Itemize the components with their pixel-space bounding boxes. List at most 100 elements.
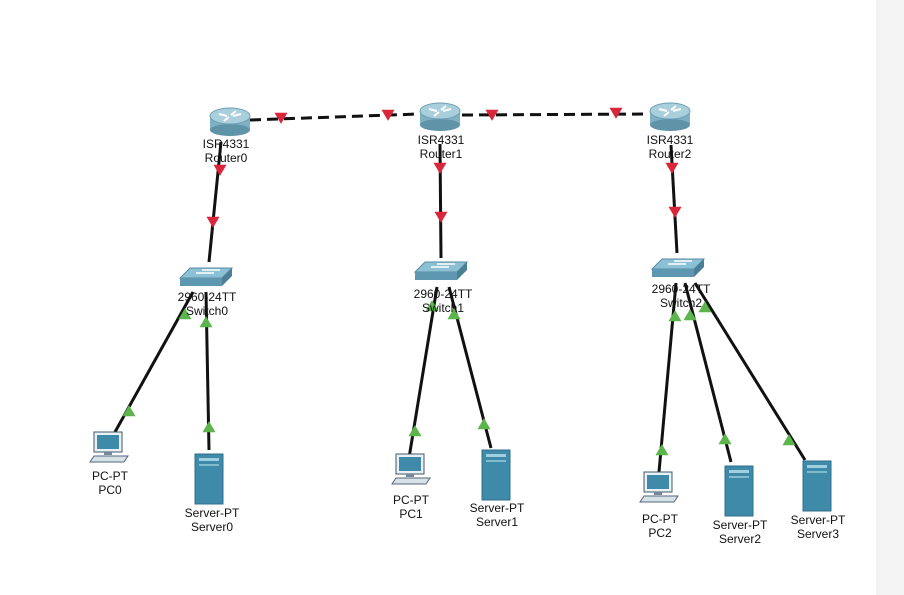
switch-icon xyxy=(650,258,706,277)
link-switch2-pc2[interactable] xyxy=(657,282,678,473)
device-switch0[interactable] xyxy=(178,267,234,286)
link-status-router1-end xyxy=(381,109,395,121)
link-status-server1-end xyxy=(477,418,491,430)
device-pc0[interactable] xyxy=(89,431,129,463)
device-server3[interactable] xyxy=(802,460,832,512)
router-icon xyxy=(209,107,251,136)
link-status-router2-end xyxy=(665,162,679,174)
device-server2[interactable] xyxy=(724,465,754,517)
device-model-label: ISR4331 xyxy=(417,133,465,147)
link-status-router2-end xyxy=(609,107,623,119)
device-name-label: Server3 xyxy=(796,527,840,541)
link-status-switch2-end xyxy=(683,309,697,321)
device-name-label: Switch2 xyxy=(659,296,703,310)
device-model-label: PC-PT xyxy=(642,512,678,526)
router-icon xyxy=(419,102,461,131)
link-status-switch0-end xyxy=(199,316,213,328)
device-model-label: ISR4331 xyxy=(202,137,250,151)
switch-icon xyxy=(178,267,234,286)
device-model-label: PC-PT xyxy=(393,493,429,507)
link-status-switch1-end xyxy=(447,308,461,320)
link-status-router1-end xyxy=(433,162,447,174)
link-router2-switch2[interactable] xyxy=(669,144,679,254)
server-icon xyxy=(481,449,511,501)
device-name-label: PC1 xyxy=(399,507,423,521)
link-status-pc0-end xyxy=(122,405,136,417)
pc-icon xyxy=(391,453,431,485)
link-status-switch0-end xyxy=(178,308,192,320)
device-model-label: 2960-24TT xyxy=(177,290,237,304)
device-pc2[interactable] xyxy=(639,471,679,503)
device-server1[interactable] xyxy=(481,449,511,501)
device-router2[interactable] xyxy=(649,102,691,131)
link-status-router1-end xyxy=(485,109,499,121)
server-icon xyxy=(724,465,754,517)
device-name-label: PC0 xyxy=(98,483,122,497)
device-model-label: 2960-24TT xyxy=(651,282,711,296)
device-switch2[interactable] xyxy=(650,258,706,277)
device-name-label: Switch0 xyxy=(185,304,229,318)
device-name-label: Router1 xyxy=(419,147,463,161)
router-icon xyxy=(649,102,691,131)
device-server0[interactable] xyxy=(194,453,224,505)
link-switch2-server3[interactable] xyxy=(693,282,807,461)
device-pc1[interactable] xyxy=(391,453,431,485)
link-status-switch1-end xyxy=(425,300,439,312)
link-status-router0-end xyxy=(213,164,227,176)
link-status-server3-end xyxy=(782,434,796,446)
pc-icon xyxy=(89,431,129,463)
switch-icon xyxy=(413,261,469,280)
canvas-right-edge xyxy=(876,0,904,595)
devices-layer xyxy=(89,102,832,517)
device-router0[interactable] xyxy=(209,107,251,136)
link-status-switch1-end xyxy=(434,211,448,223)
link-status-pc2-end xyxy=(655,444,669,456)
device-router1[interactable] xyxy=(419,102,461,131)
device-model-label: Server-PT xyxy=(184,506,240,520)
device-name-label: Switch1 xyxy=(421,301,465,315)
link-router1-switch1[interactable] xyxy=(438,143,443,259)
link-switch2-server2[interactable] xyxy=(683,282,733,463)
device-name-label: Router0 xyxy=(204,151,248,165)
device-name-label: Server0 xyxy=(190,520,234,534)
link-status-server0-end xyxy=(202,421,216,433)
link-status-switch2-end xyxy=(698,301,712,313)
link-status-router0-end xyxy=(274,112,288,124)
device-name-label: PC2 xyxy=(648,526,672,540)
link-status-switch2-end xyxy=(668,206,682,218)
device-model-label: 2960-24TT xyxy=(413,287,473,301)
link-status-pc1-end xyxy=(408,425,422,437)
device-model-label: Server-PT xyxy=(469,501,525,515)
device-switch1[interactable] xyxy=(413,261,469,280)
link-router0-switch0[interactable] xyxy=(207,141,223,263)
device-model-label: PC-PT xyxy=(92,469,128,483)
pc-icon xyxy=(639,471,679,503)
server-icon xyxy=(802,460,832,512)
link-router0-router1[interactable] xyxy=(249,112,420,122)
device-name-label: Router2 xyxy=(648,147,692,161)
device-name-label: Server1 xyxy=(475,515,519,529)
device-model-label: Server-PT xyxy=(712,518,768,532)
link-status-switch0-end xyxy=(206,216,220,228)
link-status-server2-end xyxy=(718,433,732,445)
server-icon xyxy=(194,453,224,505)
device-name-label: Server2 xyxy=(718,532,762,546)
device-model-label: Server-PT xyxy=(790,513,846,527)
link-status-switch2-end xyxy=(668,310,682,322)
link-status-markers xyxy=(122,107,796,456)
device-model-label: ISR4331 xyxy=(646,133,694,147)
